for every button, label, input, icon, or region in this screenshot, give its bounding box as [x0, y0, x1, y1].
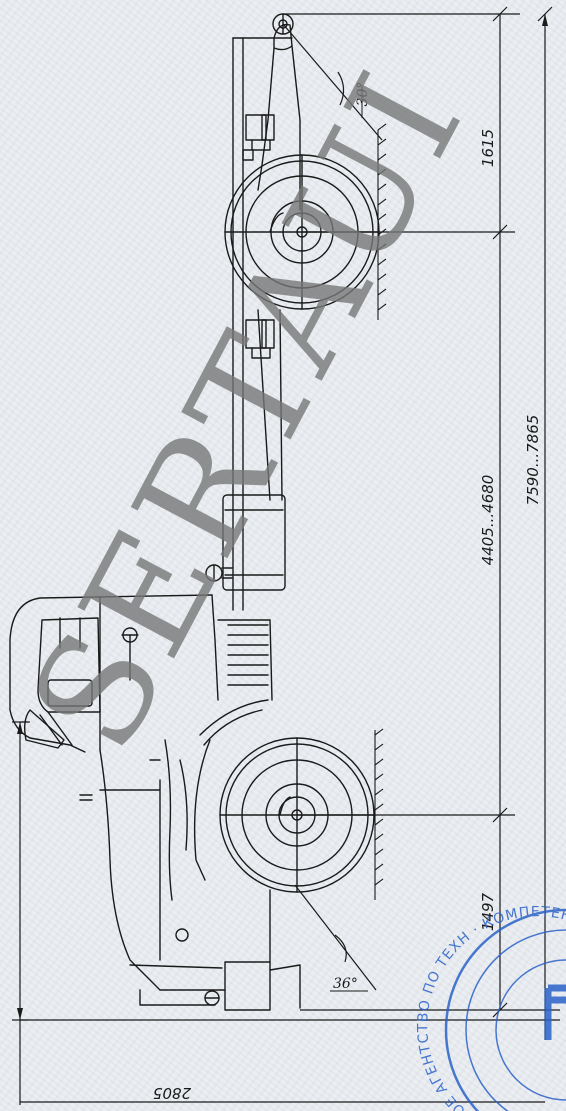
departure-angle-label: 30° [355, 82, 371, 107]
watermark-text: SERTAUI [0, 45, 498, 777]
dim-rear-overhang: 1615 [479, 129, 497, 167]
front-bumper [129, 889, 301, 1011]
watermark: SERTAUI [0, 45, 498, 777]
angle-lines [282, 23, 383, 991]
dimension-lines [12, 6, 560, 1105]
driveshaft [257, 309, 283, 501]
approach-angle-label: 36° [333, 976, 358, 992]
dim-overall-height: 2805 [153, 1084, 191, 1102]
engine-compartment [199, 619, 273, 746]
front-fender [164, 739, 211, 901]
cab [9, 594, 219, 991]
dim-front-overhang: 1497 [479, 892, 497, 931]
dim-overall-length: 7590...7865 [524, 415, 542, 506]
dim-wheelbase: 4405...4680 [479, 475, 497, 566]
fuel-tank [205, 494, 286, 591]
chassis-frame [232, 13, 301, 611]
dimension-arrows [17, 14, 548, 1020]
